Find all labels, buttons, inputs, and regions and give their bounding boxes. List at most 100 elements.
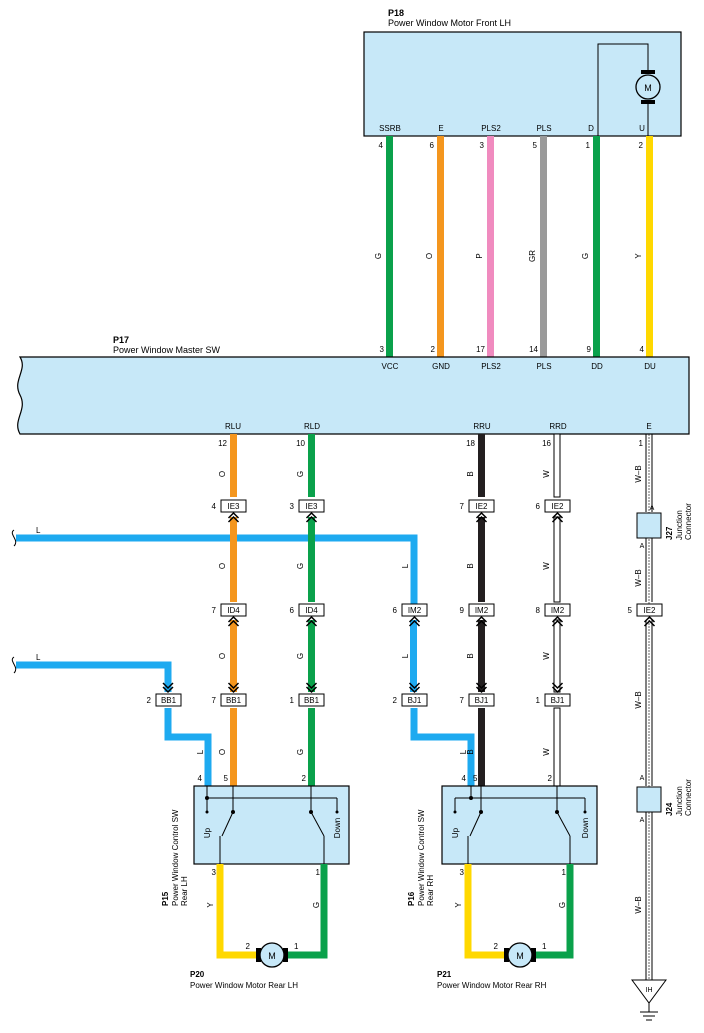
connector-label: IM2	[475, 606, 489, 615]
pin-number: 5	[628, 606, 633, 615]
p16-name: Power Window Control SW	[417, 809, 426, 906]
j27-id: J27	[665, 526, 674, 540]
pin-label: PLS2	[481, 362, 501, 371]
wire-color-label: O	[218, 471, 227, 477]
wire-green	[593, 136, 600, 357]
connector-label: IE3	[227, 502, 240, 511]
p16-name2: Rear RH	[426, 875, 435, 906]
pin-label: PLS	[536, 124, 551, 133]
connector-label: ID4	[305, 606, 318, 615]
pin-number: 6	[430, 141, 435, 150]
up-label: Up	[203, 827, 212, 838]
pin-number: 7	[212, 696, 217, 705]
pin-number: 4	[379, 141, 384, 150]
p20-name: Power Window Motor Rear LH	[190, 981, 298, 990]
pin-number: 2	[393, 696, 398, 705]
connector-label: IE2	[643, 606, 656, 615]
pin-label: A	[640, 817, 645, 824]
ground-label: IH	[646, 987, 653, 994]
p20-id: P20	[190, 970, 205, 979]
up-label: Up	[451, 827, 460, 838]
ground-symbol: IH	[631, 979, 667, 1021]
pin-number: 3	[212, 868, 217, 877]
p21-id: P21	[437, 970, 452, 979]
motor-icon	[259, 942, 285, 968]
pin-label: VCC	[382, 362, 399, 371]
pin-number: 14	[529, 345, 538, 354]
j24-name: Connector	[684, 779, 693, 816]
pin-label: A	[640, 775, 645, 782]
pin-number: 5	[473, 774, 478, 783]
down-label: Down	[333, 818, 342, 838]
p15-name: Power Window Control SW	[171, 809, 180, 906]
pin-label: RLU	[225, 422, 241, 431]
wire-orange	[437, 136, 444, 357]
pin-number: 3	[480, 141, 485, 150]
connector-label: IM2	[408, 606, 422, 615]
wire-color-label: Y	[454, 902, 463, 908]
pin-label: DD	[591, 362, 603, 371]
pin-label: E	[646, 422, 651, 431]
wire-color-label: L	[196, 749, 205, 754]
wire-color-label: L	[459, 749, 468, 754]
wire-color-label: W	[542, 652, 551, 660]
pin-number: 5	[533, 141, 538, 150]
pin-label: D	[588, 124, 594, 133]
pin-number: 7	[212, 606, 217, 615]
connector-label: IE2	[551, 502, 564, 511]
wire-color-label: L	[36, 526, 41, 535]
connector-label: BJ1	[475, 696, 489, 705]
pin-label: RLD	[304, 422, 320, 431]
wire-color-label: B	[466, 749, 475, 754]
top-wires: 4 6 3 5 1 2 G O P GR G Y	[374, 136, 653, 357]
wire-color-label: O	[425, 253, 434, 259]
pin-number: 2	[548, 774, 553, 783]
connector-label: IE3	[305, 502, 318, 511]
pin-number: 3	[380, 345, 385, 354]
pin-number: 1	[536, 696, 541, 705]
wire-yellow	[646, 136, 653, 357]
j24-id: J24	[665, 802, 674, 816]
wire-color-label: P	[475, 253, 484, 258]
pin-number: 4	[640, 345, 645, 354]
down-label: Down	[581, 818, 590, 838]
wire-green	[386, 136, 393, 357]
p21-name: Power Window Motor Rear RH	[437, 981, 547, 990]
connector-label: BJ1	[408, 696, 422, 705]
pin-number: 1	[316, 868, 321, 877]
p17-box	[17, 356, 690, 435]
pin-number: 7	[460, 502, 465, 511]
p15-name2: Rear LH	[180, 876, 189, 906]
pin-number: 2	[431, 345, 436, 354]
lower-wires: 12 10 18 16 1 O G B W W–B O G B W W–B L …	[11, 433, 653, 980]
wire-color-label: Y	[206, 902, 215, 908]
p18-id: P18	[388, 8, 404, 18]
pin-number: 17	[476, 345, 485, 354]
pin-label: A	[650, 505, 655, 512]
wire-color-label: Y	[634, 253, 643, 259]
pin-number: 2	[147, 696, 152, 705]
wire-color-label: G	[296, 471, 305, 477]
pin-number: 2	[639, 141, 644, 150]
motor-icon	[635, 74, 661, 100]
pin-label: E	[438, 124, 443, 133]
wire-gray	[540, 136, 547, 357]
wire-color-label: G	[296, 653, 305, 659]
pin-label: DU	[644, 362, 656, 371]
wire-color-label: W–B	[634, 465, 643, 482]
wire-color-label: B	[466, 653, 475, 658]
wire-color-label: B	[466, 471, 475, 476]
pin-label: SSRB	[379, 124, 401, 133]
wire-color-label: L	[401, 563, 410, 568]
wire-color-label: G	[312, 902, 321, 908]
pin-number: 4	[198, 774, 203, 783]
pin-number: 10	[296, 439, 305, 448]
wire-color-label: W	[542, 748, 551, 756]
rear-rh-motor: Y G M 2 1 P21 Power Window Motor Rear RH	[437, 864, 574, 990]
wire-color-label: G	[296, 749, 305, 755]
p17-name: Power Window Master SW	[113, 345, 221, 355]
pin-number: 9	[460, 606, 465, 615]
wire-color-label: O	[218, 563, 227, 569]
wire-color-label: G	[374, 253, 383, 259]
